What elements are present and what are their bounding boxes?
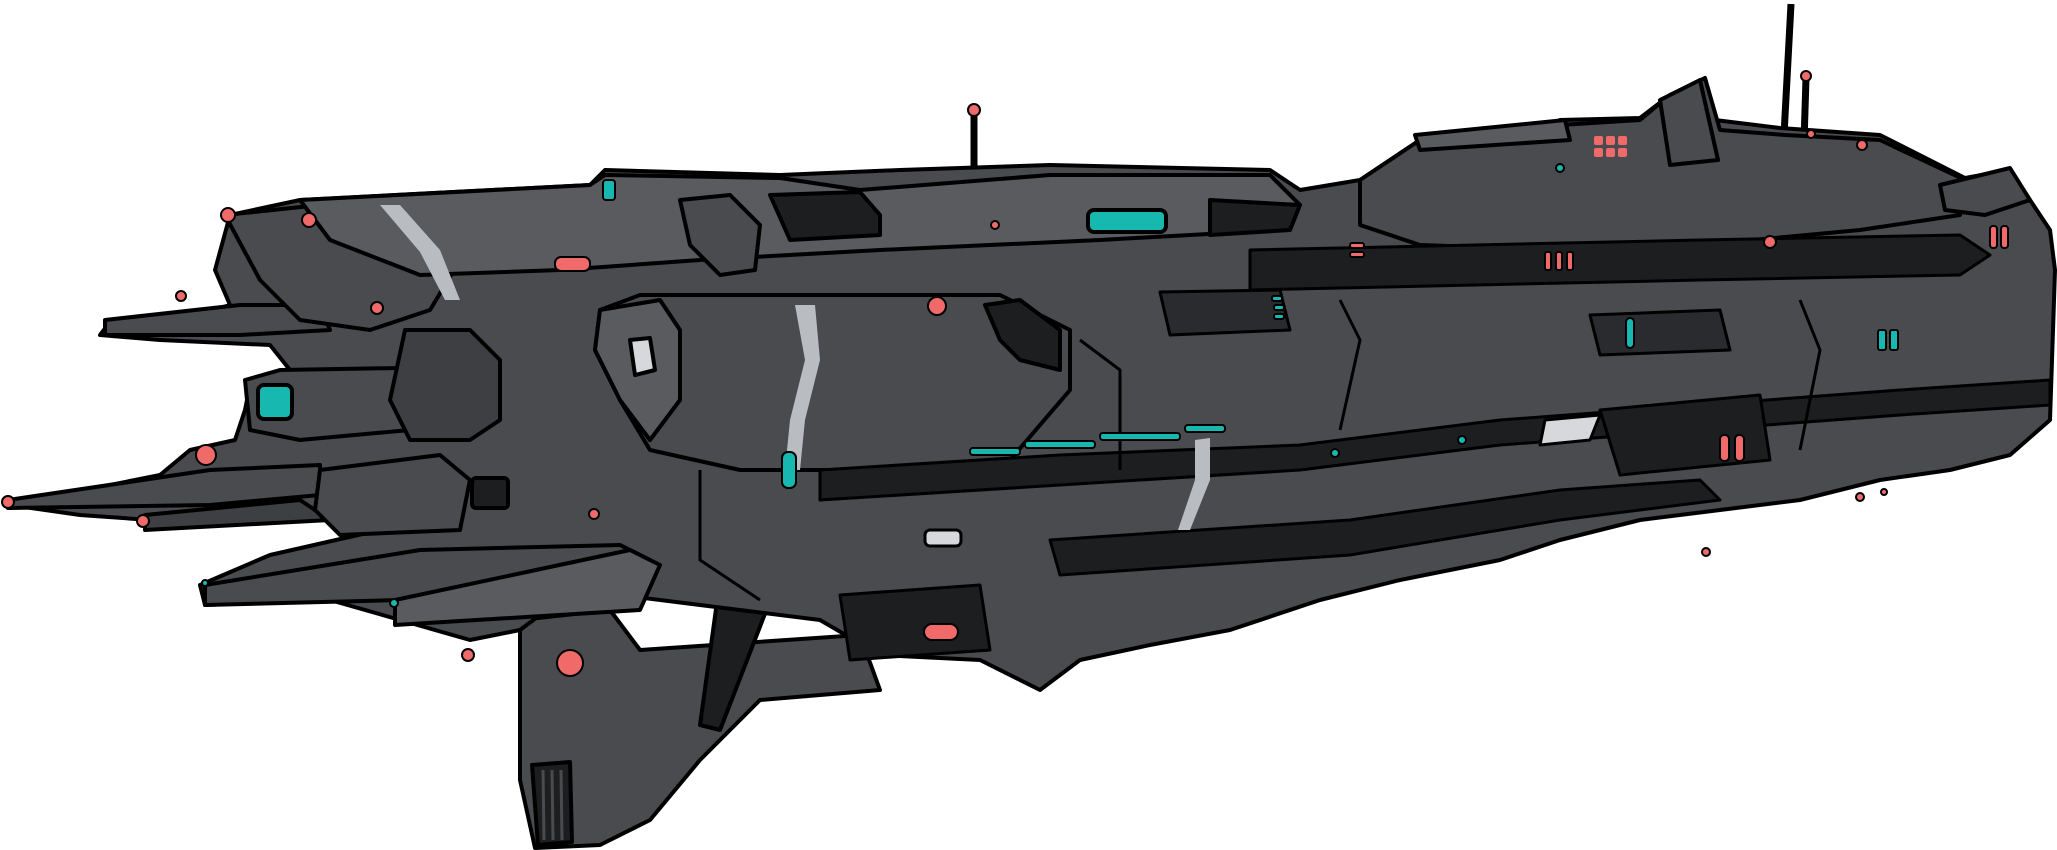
teal-beacon bbox=[1330, 448, 1340, 458]
bow-lower-block bbox=[313, 453, 472, 537]
mid-cylinder-bay bbox=[1158, 288, 1292, 337]
red-beacon bbox=[1856, 139, 1868, 151]
teal-light-strip bbox=[1099, 432, 1181, 441]
teal-light-strip bbox=[1024, 440, 1096, 449]
hull-panel-line bbox=[698, 470, 761, 602]
keel-vent-slats bbox=[541, 769, 564, 841]
red-beacon bbox=[461, 648, 475, 662]
teal-beacon bbox=[201, 579, 209, 587]
teal-light-strip bbox=[969, 447, 1021, 456]
red-beacon bbox=[1701, 547, 1711, 557]
module-window bbox=[628, 336, 657, 377]
mid-light-stripe bbox=[1178, 438, 1210, 530]
aft-superstructure bbox=[1358, 76, 2032, 252]
red-beacon bbox=[927, 296, 947, 316]
red-beacon bbox=[990, 220, 1000, 230]
red-beacon bbox=[588, 508, 600, 520]
module-notch bbox=[983, 298, 1062, 372]
light-hatch bbox=[923, 528, 963, 548]
dorsal-light-stripe bbox=[380, 205, 460, 300]
red-beacon bbox=[301, 212, 317, 228]
red-beacon bbox=[195, 444, 217, 466]
red-light-pad bbox=[554, 256, 591, 272]
red-beacon bbox=[175, 290, 187, 302]
teal-light-vertical bbox=[781, 451, 797, 489]
bow-hatch bbox=[470, 476, 510, 510]
lower-bay bbox=[838, 583, 992, 662]
red-beacon bbox=[220, 207, 236, 223]
dorsal-tower bbox=[678, 193, 762, 277]
hull-panel-line bbox=[1798, 299, 1822, 451]
red-beacon bbox=[1880, 488, 1888, 496]
teal-beacon bbox=[389, 598, 399, 608]
upper-prong bbox=[103, 303, 332, 337]
red-beacon bbox=[370, 301, 384, 315]
teal-sensor-window bbox=[256, 383, 294, 421]
red-beacon bbox=[1800, 70, 1812, 82]
mid-cylinder-bay bbox=[1588, 308, 1732, 357]
dorsal-superstructure bbox=[298, 173, 1302, 300]
forward-module bbox=[593, 293, 1072, 472]
side-window bbox=[1538, 413, 1602, 447]
teal-dorsal-light bbox=[1086, 208, 1168, 234]
red-beacon bbox=[1855, 492, 1865, 502]
module-light-stripe bbox=[785, 305, 820, 470]
antenna-mast bbox=[1780, 3, 1795, 136]
red-vent-lights bbox=[1349, 225, 2009, 462]
red-indicator-cluster bbox=[1594, 136, 1627, 157]
red-light-oval bbox=[923, 623, 959, 641]
red-beacon bbox=[1, 495, 15, 509]
red-beacon bbox=[136, 514, 150, 528]
aft-tail bbox=[1938, 166, 2032, 217]
teal-light-strip bbox=[1184, 424, 1226, 433]
bridge-block bbox=[1413, 118, 1572, 152]
dorsal-trench bbox=[1208, 198, 1302, 237]
teal-light-vertical bbox=[1625, 317, 1635, 349]
hull-panel-line bbox=[1338, 299, 1362, 431]
red-accent-lights bbox=[1, 70, 2009, 677]
lower-trench bbox=[1048, 478, 1722, 577]
red-beacon bbox=[556, 649, 584, 677]
aft-dark-panel bbox=[1598, 393, 1772, 477]
teal-rib-lights bbox=[1271, 295, 1899, 351]
lower-prong-blade bbox=[393, 548, 662, 627]
teal-beacon bbox=[1457, 435, 1467, 445]
keel-hull bbox=[518, 608, 882, 850]
teal-light-small bbox=[602, 179, 616, 201]
upper-trench bbox=[1248, 233, 1992, 292]
bow-mid-block bbox=[388, 328, 502, 442]
red-beacon bbox=[1763, 235, 1777, 249]
bridge-fin bbox=[1658, 78, 1720, 167]
dorsal-trench bbox=[768, 190, 882, 242]
hull-paneling bbox=[698, 233, 2052, 662]
red-beacon bbox=[967, 103, 981, 117]
red-beacon bbox=[1806, 129, 1816, 139]
teal-accent-lights bbox=[201, 163, 1899, 608]
teal-beacon bbox=[1555, 163, 1565, 173]
